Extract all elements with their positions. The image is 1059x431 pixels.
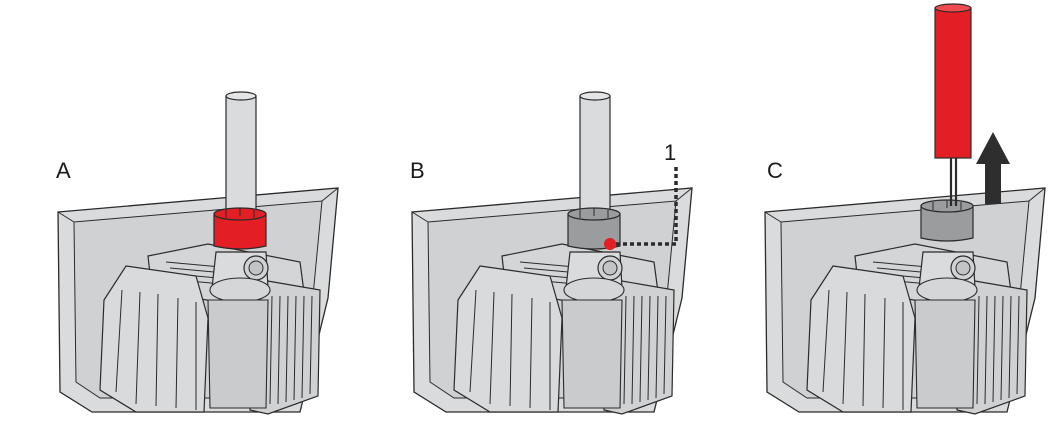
- callout-number: 1: [664, 140, 676, 165]
- panel-label-a: A: [56, 158, 71, 183]
- callout-leader: [616, 166, 678, 246]
- up-arrow-icon: [976, 132, 1010, 204]
- panel-label-b: B: [410, 158, 425, 183]
- lifted-tube: [934, 7, 972, 159]
- panel-a: A: [56, 91, 339, 415]
- release-point-dot: [604, 238, 616, 250]
- panel-label-c: C: [767, 158, 783, 183]
- panel-b: 1 B: [410, 91, 693, 415]
- cable: [949, 158, 958, 206]
- panel-c: C: [764, 3, 1046, 415]
- collar-a: [213, 207, 267, 250]
